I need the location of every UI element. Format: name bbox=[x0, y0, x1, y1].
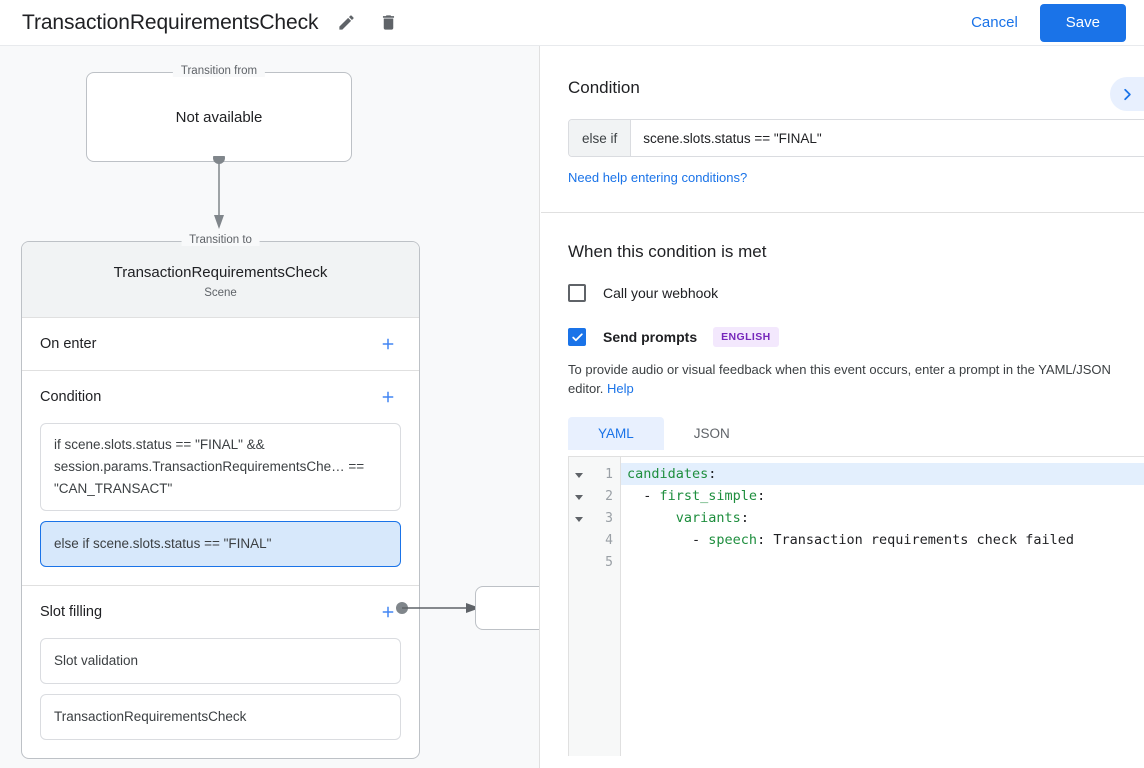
editor-code-line[interactable]: candidates: bbox=[621, 463, 1144, 485]
send-prompts-checkbox[interactable] bbox=[568, 328, 586, 346]
condition-expression-input[interactable] bbox=[631, 120, 1144, 156]
chevron-down-icon[interactable] bbox=[574, 469, 584, 479]
send-prompts-hint: To provide audio or visual feedback when… bbox=[568, 360, 1128, 398]
transition-from-card[interactable]: Transition from Not available bbox=[86, 65, 352, 162]
transition-to-card: Transition to TransactionRequirementsChe… bbox=[21, 234, 420, 759]
transition-to-name: TransactionRequirementsCheck bbox=[113, 264, 328, 281]
trash-icon[interactable] bbox=[374, 9, 402, 37]
send-prompts-label: Send prompts bbox=[603, 329, 698, 345]
send-prompts-option-row[interactable]: Send prompts ENGLISH bbox=[568, 327, 1117, 347]
save-button[interactable]: Save bbox=[1039, 3, 1126, 42]
chevron-down-icon[interactable] bbox=[574, 491, 584, 501]
send-prompts-hint-text: To provide audio or visual feedback when… bbox=[568, 362, 1111, 396]
editor-line-number: 3 bbox=[569, 507, 620, 529]
add-slot-filling-icon[interactable] bbox=[375, 599, 401, 625]
connector-to-next bbox=[396, 602, 480, 614]
call-webhook-label: Call your webhook bbox=[603, 285, 719, 301]
top-app-bar: TransactionRequirementsCheck Cancel Save bbox=[0, 0, 1144, 46]
section-on-enter: On enter bbox=[22, 318, 419, 371]
language-badge: ENGLISH bbox=[713, 327, 779, 347]
editor-line-number: 1 bbox=[569, 463, 620, 485]
condition-block: Condition else if Need help entering con… bbox=[541, 46, 1144, 213]
slot-filling-item[interactable]: Slot validation bbox=[40, 638, 401, 684]
editor-code-line[interactable]: - speech: Transaction requirements check… bbox=[627, 532, 1075, 548]
condition-prefix-label: else if bbox=[569, 120, 632, 156]
pencil-icon[interactable] bbox=[332, 9, 360, 37]
tab-yaml[interactable]: YAML bbox=[568, 417, 664, 450]
transition-to-header[interactable]: TransactionRequirementsCheck Scene bbox=[22, 242, 419, 318]
transition-from-value: Not available bbox=[175, 108, 263, 126]
slot-filling-item[interactable]: TransactionRequirementsCheck bbox=[40, 694, 401, 740]
condition-help-link[interactable]: Need help entering conditions? bbox=[568, 170, 748, 185]
chevron-right-icon[interactable] bbox=[1110, 77, 1144, 111]
cancel-button[interactable]: Cancel bbox=[957, 6, 1032, 39]
section-title-on-enter: On enter bbox=[40, 336, 97, 352]
condition-item[interactable]: if scene.slots.status == "FINAL" && sess… bbox=[40, 423, 401, 511]
prompts-help-link[interactable]: Help bbox=[607, 381, 634, 396]
chevron-down-icon[interactable] bbox=[574, 513, 584, 523]
editor-code-line[interactable]: - first_simple: bbox=[627, 488, 766, 504]
transition-to-legend: Transition to bbox=[181, 234, 260, 246]
section-title-condition: Condition bbox=[40, 389, 102, 405]
transition-from-legend: Transition from bbox=[172, 65, 266, 77]
add-on-enter-icon[interactable] bbox=[375, 331, 401, 357]
when-met-heading: When this condition is met bbox=[568, 242, 767, 261]
editor-line-number: 4 bbox=[605, 532, 613, 548]
page-title: TransactionRequirementsCheck bbox=[22, 10, 319, 34]
condition-detail-pane: Condition else if Need help entering con… bbox=[541, 46, 1144, 768]
condition-input-row[interactable]: else if bbox=[568, 119, 1144, 157]
transition-to-type: Scene bbox=[204, 287, 237, 299]
transition-graph-pane: Transition from Not available Transition… bbox=[0, 46, 540, 768]
editor-line-number: 2 bbox=[569, 485, 620, 507]
add-condition-icon[interactable] bbox=[375, 384, 401, 410]
section-title-slot-filling: Slot filling bbox=[40, 604, 103, 620]
section-condition: Condition if scene.slots.status == "FINA… bbox=[22, 371, 419, 586]
tab-json[interactable]: JSON bbox=[693, 426, 730, 441]
editor-format-tabs: YAML JSON bbox=[568, 417, 1117, 450]
section-slot-filling: Slot filling Slot validation Transaction… bbox=[22, 586, 419, 758]
editor-code-line[interactable]: variants: bbox=[675, 510, 749, 526]
editor-code-area[interactable]: candidates: - first_simple: variants: - … bbox=[621, 457, 1144, 756]
editor-line-number: 5 bbox=[605, 554, 613, 570]
condition-item-selected[interactable]: else if scene.slots.status == "FINAL" bbox=[40, 521, 401, 567]
call-webhook-checkbox[interactable] bbox=[568, 284, 586, 302]
when-condition-met-block: When this condition is met Call your web… bbox=[541, 213, 1144, 450]
webhook-option-row[interactable]: Call your webhook bbox=[568, 284, 1117, 302]
connector-from-to bbox=[213, 156, 225, 229]
next-node-card[interactable] bbox=[475, 586, 539, 630]
condition-heading: Condition bbox=[568, 78, 640, 97]
editor-code-line[interactable] bbox=[621, 551, 1144, 573]
